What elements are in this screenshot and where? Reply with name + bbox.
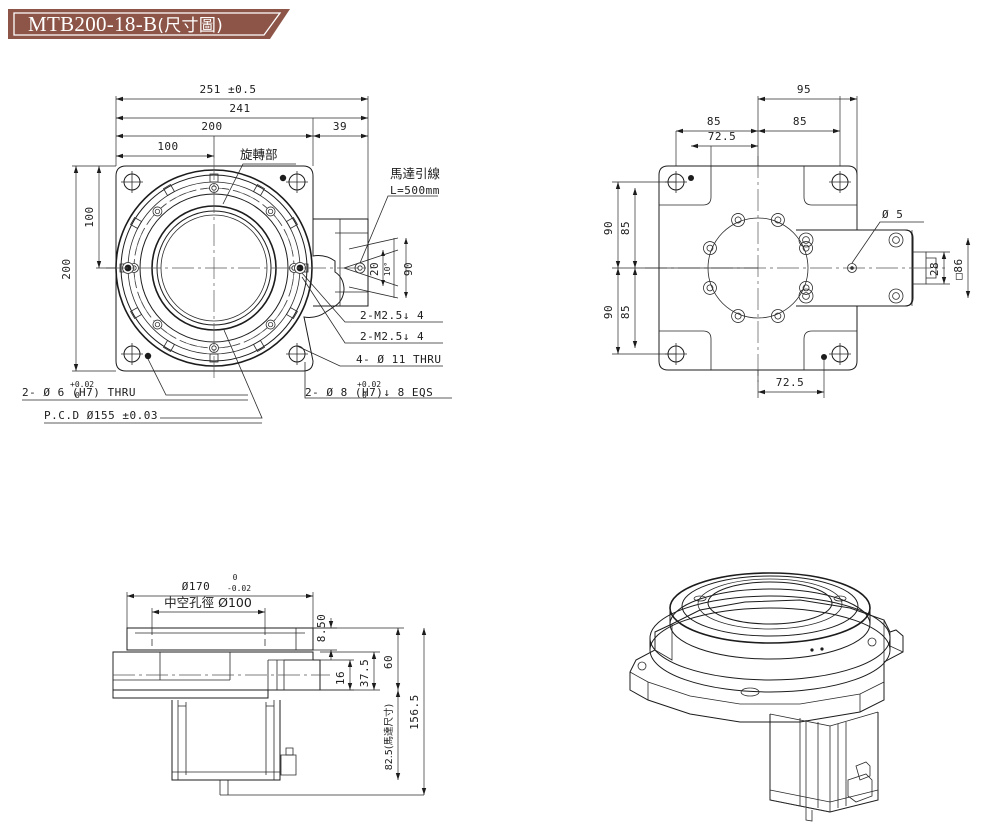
dim-20: 20 (368, 262, 381, 276)
callout-d8: 2- Ø 8 (H7)↓ 8 EQS (305, 386, 433, 399)
label-motor-lead: 馬達引線 (390, 166, 441, 181)
title-text: MTB200-18-B(尺寸圖) (28, 9, 223, 39)
dimension-lines-top: 251 ±0.5 241 200 39 100 200 (60, 83, 369, 372)
tol-d6-lower: 0 (75, 391, 80, 400)
top-plan-view: 251 ±0.5 241 200 39 100 200 (22, 83, 452, 424)
dim-100-width: 100 (157, 140, 178, 153)
tol-d170-upper: 0 (233, 573, 238, 582)
corner-mounting-holes (121, 171, 308, 365)
callout-m25-a: 2-M2.5↓ 4 (360, 309, 424, 322)
dim-95: 95 (797, 83, 811, 96)
dim-90-bottom: 90 (602, 305, 615, 319)
dim-60: 60 (382, 655, 395, 669)
motor-lead-annotation: 馬達引線 L=500mm 20 10° 90 (343, 166, 441, 299)
rotating-part-annotation: 旋轉部 (222, 147, 296, 205)
side-rotor (126, 627, 314, 651)
tol-d6-upper: +0.02 (70, 380, 94, 389)
label-rotating-part: 旋轉部 (240, 147, 278, 162)
banner-shape (8, 9, 290, 39)
dim-10deg: 10° (383, 262, 392, 276)
dim-251: 251 ±0.5 (200, 83, 257, 96)
callout-d5: Ø 5 (882, 208, 903, 221)
dim-16: 16 (334, 671, 347, 685)
dim-90-top: 90 (602, 221, 615, 235)
iso-base-flange (629, 599, 904, 723)
motor-housing: Ø 5 (796, 208, 937, 307)
callouts-left-bottom: 2- Ø 6 (H7) THRU +0.02 0 P.C.D Ø155 ±0.0… (22, 329, 263, 424)
callout-d11: 4- Ø 11 THRU (356, 353, 441, 366)
dim-100-height: 100 (83, 206, 96, 227)
dim-200-height: 200 (60, 258, 73, 279)
dim-37p5: 37.5 (358, 659, 371, 688)
iso-motor (769, 711, 879, 822)
label-motor-lead-length: L=500mm (390, 184, 440, 197)
isometric-3d-view (629, 572, 904, 822)
dim-square-86: □86 (952, 258, 965, 279)
callout-m25-b: 2-M2.5↓ 4 (360, 330, 424, 343)
dimension-lines-bottom: 95 85 85 72.5 90 90 (602, 83, 971, 398)
callout-pcd: P.C.D Ø155 ±0.03 (44, 409, 158, 422)
dim-82p5-motor: 82.5(馬達尺寸) (383, 704, 395, 771)
title-suffix: (尺寸圖) (157, 16, 224, 36)
center-lines-top-view (106, 158, 372, 381)
dim-72p5-bottom: 72.5 (776, 376, 805, 389)
tol-d170-lower: -0.02 (227, 584, 251, 593)
dim-72p5-top: 72.5 (708, 130, 737, 143)
callout-d6: 2- Ø 6 (H7) THRU (22, 386, 136, 399)
tol-d8-lower: 0 (362, 391, 367, 400)
bottom-view: Ø 5 (602, 83, 971, 398)
iso-rotor (649, 572, 891, 693)
label-bore: 中空孔徑 Ø100 (164, 595, 252, 610)
model-number: MTB200-18-B (28, 12, 158, 36)
dim-28: 28 (928, 262, 941, 276)
dim-200-width: 200 (201, 120, 222, 133)
bottom-plate-outline (658, 165, 914, 371)
dim-156p5: 156.5 (408, 694, 421, 730)
title-banner: MTB200-18-B(尺寸圖) (8, 9, 290, 39)
dim-241: 241 (229, 102, 250, 115)
center-lines-bottom-view (645, 156, 945, 382)
side-elevation-view: Ø170 0 -0.02 中空孔徑 Ø100 8.50 16 (112, 573, 427, 796)
dim-39: 39 (333, 120, 347, 133)
dim-85-right: 85 (793, 115, 807, 128)
dim-90-motor: 90 (402, 262, 415, 276)
dim-85-top: 85 (619, 221, 632, 235)
dim-d170: Ø170 (182, 580, 211, 593)
plate-outline (115, 165, 369, 372)
dimension-lines-side: Ø170 0 -0.02 中空孔徑 Ø100 8.50 16 (126, 573, 427, 795)
side-motor (171, 700, 424, 796)
tol-d8-upper: +0.02 (357, 380, 381, 389)
dim-85-left: 85 (707, 115, 721, 128)
callouts-right: 2-M2.5↓ 4 2-M2.5↓ 4 4- Ø 11 THRU 2- Ø 8 … (296, 272, 452, 400)
dim-85-bottom: 85 (619, 305, 632, 319)
